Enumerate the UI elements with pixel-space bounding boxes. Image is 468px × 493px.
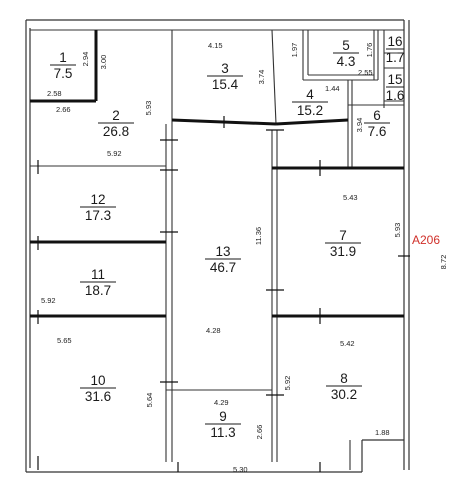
dimension-label: 2.58	[47, 89, 62, 98]
dimension-label: 2.66	[56, 105, 71, 114]
dimension-label: 8.72	[439, 255, 448, 270]
dimension-label: 2.94	[81, 52, 90, 67]
room-number-3: 3	[221, 61, 229, 76]
dimension-label: 11.36	[254, 227, 263, 245]
dimension-label: 5.64	[145, 393, 154, 408]
dimension-label: 3.94	[355, 118, 364, 133]
dimension-label: 1.76	[365, 43, 374, 58]
room-area-11: 18.7	[85, 283, 111, 298]
room-numbers: 1 2 3 4 5 6 7 8 9 10 11 12 13 15 16	[59, 34, 402, 424]
dimension-label: 5.93	[144, 101, 153, 116]
dimension-label: 2.55	[358, 68, 373, 77]
room-number-2: 2	[112, 108, 120, 123]
room-number-6: 6	[373, 108, 381, 123]
dimension-label: 1.44	[325, 84, 340, 93]
dimension-label: 5.30	[233, 465, 248, 474]
room-area-9: 11.3	[210, 425, 235, 440]
room-number-12: 12	[90, 192, 105, 207]
room-area-13: 46.7	[210, 260, 236, 275]
dimension-label: 3.00	[99, 55, 108, 70]
room-label-rules	[50, 48, 404, 425]
room-number-7: 7	[339, 228, 347, 243]
room-number-10: 10	[90, 373, 105, 388]
dimension-label: 2.66	[255, 425, 264, 440]
room-number-16: 16	[387, 34, 402, 49]
room-area-15: 1.6	[386, 88, 405, 103]
room-area-3: 15.4	[212, 77, 239, 92]
dimension-label: 1.97	[290, 43, 299, 58]
dimension-labels: 2.94 3.00 2.58 2.66 5.93 5.92 4.15 3.74 …	[41, 41, 448, 474]
dimension-label: 5.42	[340, 339, 355, 348]
room-area-12: 17.3	[85, 208, 111, 223]
room-area-4: 15.2	[297, 103, 323, 118]
dimension-label: 5.92	[283, 376, 292, 391]
dimension-label: 5.65	[57, 336, 72, 345]
room-number-8: 8	[340, 371, 348, 386]
thick-walls	[30, 30, 404, 318]
dimension-label: 5.92	[107, 149, 122, 158]
room-number-13: 13	[215, 244, 230, 259]
room-area-8: 30.2	[331, 387, 357, 402]
thin-partitions	[30, 29, 404, 470]
dimension-label: 5.92	[41, 296, 56, 305]
room-area-2: 26.8	[103, 124, 129, 139]
dimension-label: 4.28	[206, 326, 221, 335]
door-marks	[37, 116, 410, 472]
room-number-1: 1	[59, 50, 67, 65]
dimension-label: 5.43	[343, 193, 358, 202]
room-number-4: 4	[306, 87, 314, 102]
room-number-15: 15	[387, 72, 402, 87]
dimension-label: 4.29	[214, 398, 229, 407]
room-number-9: 9	[219, 409, 227, 424]
room-number-5: 5	[342, 38, 350, 53]
unit-label: A206	[412, 233, 440, 247]
dimension-label: 1.88	[375, 428, 390, 437]
room-area-7: 31.9	[330, 244, 356, 259]
dimension-label: 3.74	[257, 70, 266, 85]
room-number-11: 11	[91, 267, 105, 282]
room-area-10: 31.6	[85, 389, 111, 404]
dimension-label: 5.93	[393, 223, 402, 238]
room-area-6: 7.6	[368, 124, 387, 139]
room-areas: 7.5 26.8 15.4 15.2 4.3 7.6 31.9 30.2 11.…	[54, 50, 405, 440]
room-area-5: 4.3	[337, 54, 356, 69]
room-area-16: 1.7	[386, 50, 405, 65]
dimension-label: 4.15	[208, 41, 223, 50]
room-area-1: 7.5	[54, 66, 73, 81]
